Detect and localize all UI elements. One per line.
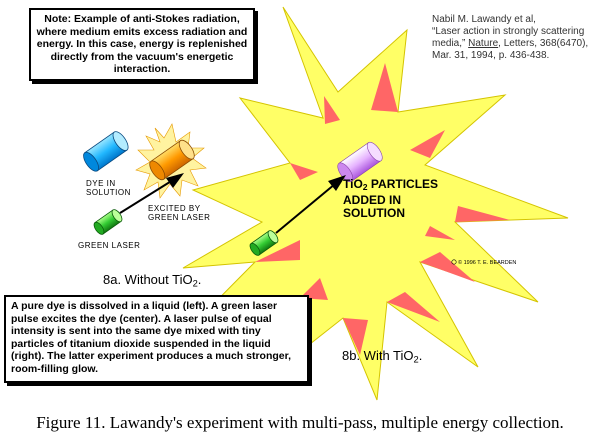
figure-caption: Figure 11. Lawandy's experiment with mul… — [36, 413, 564, 432]
green-laser-left — [93, 209, 123, 235]
laser-beam-arrow-left — [119, 173, 184, 214]
dye-cylinder-blue — [83, 131, 129, 172]
caption-without-tio2: 8a. Without TiO2. — [103, 272, 202, 289]
citation-details: , Letters, 368(6470), Mar. 31, 1994, p. … — [432, 38, 589, 61]
bearden-mark-icon — [451, 259, 457, 265]
laser-beam-arrow-right — [275, 175, 346, 234]
dye-in-solution-label: DYE IN SOLUTION — [86, 179, 131, 197]
citation: Nabil M. Lawandy et al, “Laser action in… — [432, 14, 600, 62]
note-box: Note: Example of anti-Stokes radiation, … — [29, 8, 255, 81]
green-laser-label: GREEN LASER — [78, 241, 141, 250]
tio2-cylinder — [337, 141, 383, 183]
citation-journal: Nature — [468, 38, 499, 49]
note-prefix: Note: — [44, 13, 72, 25]
citation-title: “Laser action in strongly scattering med… — [432, 26, 585, 49]
description-box: A pure dye is dissolved in a liquid (lef… — [4, 295, 309, 383]
citation-author: Nabil M. Lawandy et al, — [432, 14, 536, 25]
tio2-particles-label: TiO2 PARTICLES ADDED IN SOLUTION — [343, 177, 439, 221]
green-laser-right — [249, 230, 279, 256]
copyright-text: © 1996 T. E. BEARDEN — [458, 260, 517, 266]
dye-cylinder-orange — [149, 139, 195, 181]
note-text: Example of anti-Stokes radiation, where … — [36, 13, 248, 75]
caption-with-tio2: 8b. With TiO2. — [342, 348, 423, 365]
excited-by-green-laser-label: EXCITED BY GREEN LASER — [148, 204, 211, 222]
